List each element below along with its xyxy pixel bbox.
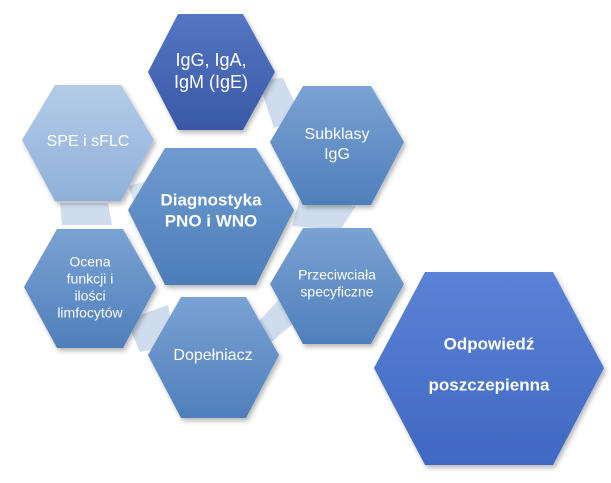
- hexagon-dopel: Dopełniacz: [148, 297, 279, 418]
- hexagon-spe-label: SPE i sFLC: [47, 133, 130, 150]
- subklasy-label-line-1: Subklasy: [305, 126, 370, 143]
- odp-label-line-1: Odpowiedź: [444, 335, 535, 354]
- hexagon-dopel-label: Dopełniacz: [173, 347, 252, 364]
- ocena-label-line-2: funkcji i: [67, 270, 114, 286]
- hexagon-odp: Odpowiedź poszczepienna: [374, 272, 604, 465]
- odp-label-line-3: poszczepienna: [429, 376, 550, 395]
- diag-label-line-2: PNO i WNO: [165, 212, 258, 231]
- dopel-label-line-1: Dopełniacz: [173, 347, 252, 364]
- ocena-label-line-4: limfocytów: [57, 304, 123, 320]
- connector-spe-ocena: [60, 203, 112, 225]
- connector-subklasy-przeciw: [292, 198, 356, 230]
- spe-label-line-1: SPE i sFLC: [47, 133, 130, 150]
- igg-label-line-1: IgG, IgA,: [175, 50, 246, 70]
- hexagon-igg: IgG, IgA,IgM (IgE): [148, 14, 275, 130]
- hexagon-igg-label: IgG, IgA,IgM (IgE): [174, 50, 248, 92]
- igg-label-line-2: IgM (IgE): [174, 72, 248, 92]
- hexagon-spe: SPE i sFLC: [22, 85, 154, 201]
- ocena-label-line-3: ilości: [74, 287, 105, 303]
- diag-label-line-1: Diagnostyka: [160, 191, 262, 210]
- subklasy-label-line-2: IgG: [324, 146, 350, 163]
- ocena-label-line-1: Ocena: [69, 253, 110, 269]
- przeciw-label-line-2: specyficzne: [300, 283, 373, 299]
- przeciw-label-line-1: Przeciwciała: [298, 266, 376, 282]
- hexagon-odp-label: Odpowiedź poszczepienna: [429, 335, 550, 395]
